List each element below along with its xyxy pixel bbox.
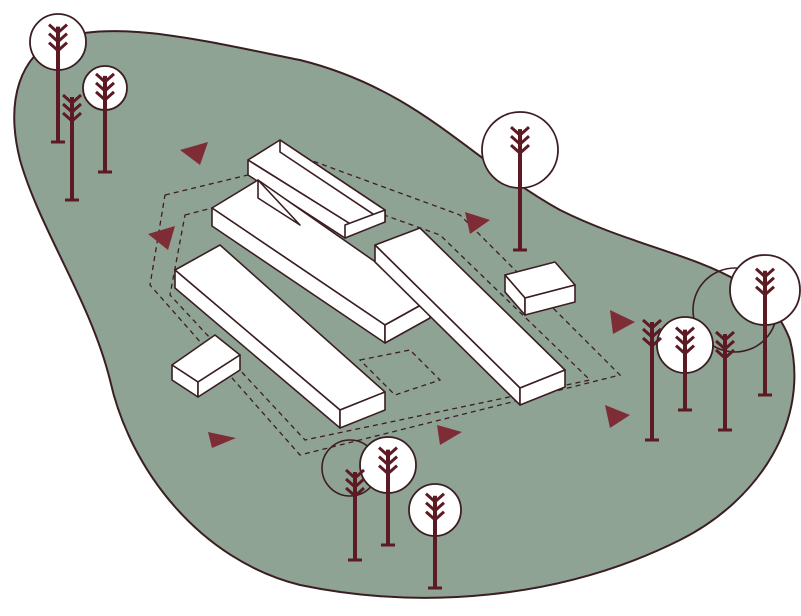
tree-icon <box>62 93 82 202</box>
tree-branch <box>510 125 530 138</box>
tree-branch <box>425 510 445 522</box>
tree-branch <box>755 267 775 279</box>
tree-branch <box>642 336 662 349</box>
trees <box>29 13 801 590</box>
tree-branch <box>715 339 735 352</box>
tree-icon <box>642 318 662 442</box>
tree-branch <box>62 111 82 124</box>
tree-branch <box>345 468 365 481</box>
triangle-arrow-icon <box>610 310 635 334</box>
tree-branch <box>378 464 398 476</box>
triangle-arrow-icon <box>180 142 208 165</box>
tree-branch <box>510 143 530 156</box>
tree-branch <box>642 318 662 331</box>
tree-branch <box>345 477 365 490</box>
tree-branch <box>675 344 695 356</box>
tree-icon <box>29 13 87 144</box>
tree-branch <box>62 102 82 115</box>
tree-branch <box>715 330 735 343</box>
tree-branch <box>755 285 775 297</box>
tree-branch <box>48 32 68 44</box>
tree-branch <box>510 134 530 147</box>
tree-icon <box>345 468 365 562</box>
tree-icon <box>715 330 735 432</box>
tree-branch <box>95 72 115 84</box>
triangle-arrow-icon <box>605 405 630 428</box>
tree-branch <box>425 492 445 504</box>
tree-branch <box>675 326 695 338</box>
triangle-arrow-icon <box>465 212 490 234</box>
tree-icon <box>481 111 559 252</box>
tree-branch <box>62 93 82 106</box>
tree-branch <box>378 446 398 458</box>
building-cluster <box>171 139 576 429</box>
tree-icon <box>729 254 801 397</box>
tree-branch <box>715 348 735 361</box>
tree-icon <box>408 483 462 590</box>
tree-icon <box>656 316 714 412</box>
tree-branch <box>48 23 68 35</box>
tree-branch <box>378 455 398 467</box>
triangle-arrow-icon <box>148 226 175 250</box>
tree-branch <box>95 81 115 93</box>
tree-branch <box>675 335 695 347</box>
tree-branch <box>642 327 662 340</box>
triangle-arrow-icon <box>208 432 236 448</box>
tree-branch <box>95 90 115 102</box>
tree-branch <box>425 501 445 513</box>
tree-branch <box>48 41 68 53</box>
tree-icon <box>359 436 417 547</box>
entry-arrows <box>148 142 635 448</box>
tree-branch <box>345 486 365 499</box>
tree-branch <box>755 276 775 288</box>
tree-icon <box>82 65 128 174</box>
triangle-arrow-icon <box>437 425 462 445</box>
